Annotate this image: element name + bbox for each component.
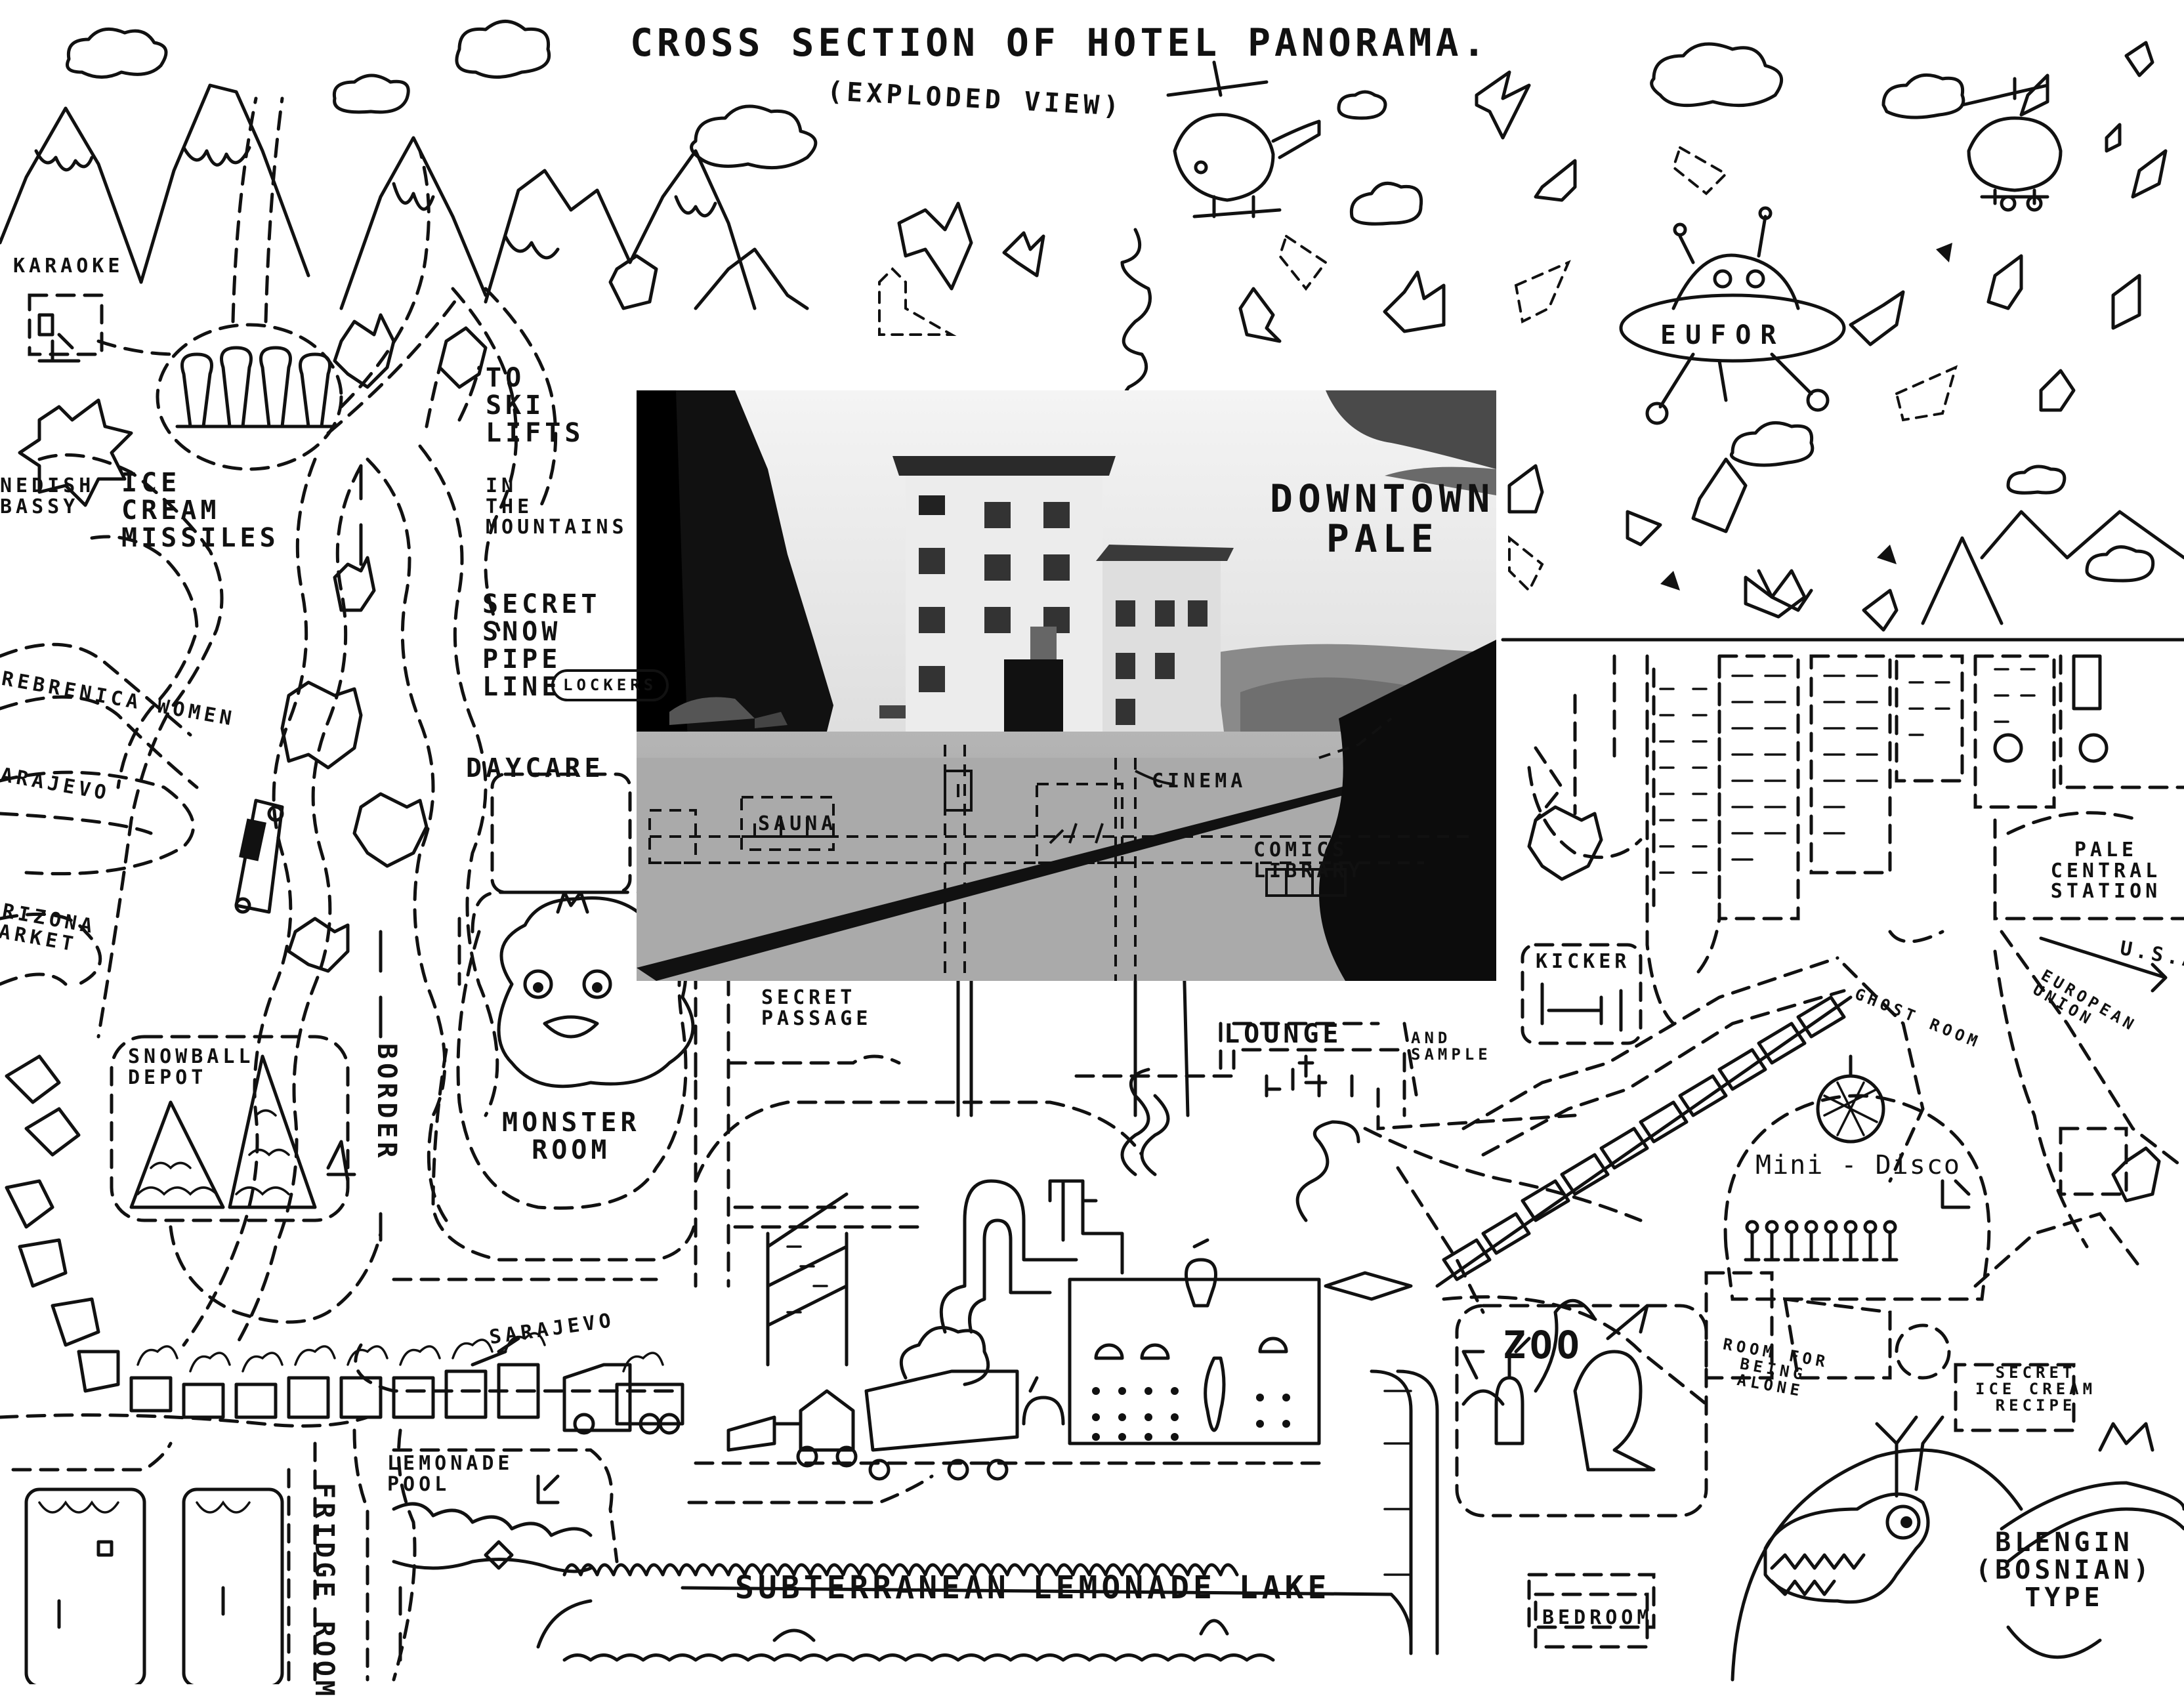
splats bbox=[18, 254, 2161, 1203]
clouds bbox=[66, 20, 2155, 583]
border-label: BORDER bbox=[371, 1043, 402, 1162]
comics-library-label: COMICS LIBRARY bbox=[1253, 839, 1364, 882]
floating-rocks bbox=[878, 41, 2168, 632]
pale-central-station-label: PALE CENTRAL STATION bbox=[2050, 839, 2162, 903]
mini-disco bbox=[1723, 1054, 1991, 1301]
secret-passage-label: SECRET PASSAGE bbox=[761, 986, 872, 1030]
monster bbox=[497, 890, 695, 1088]
machinery bbox=[687, 753, 1439, 1655]
zoo-label: ZOO bbox=[1503, 1323, 1584, 1367]
embassy-label: NEDISH BASSY bbox=[0, 474, 95, 518]
day-care-label: DAYCARE bbox=[466, 753, 604, 783]
lemonade-pool-label: LEMONADE POOL bbox=[387, 1452, 514, 1496]
lounge-label: LOUNGE bbox=[1224, 1019, 1343, 1049]
helicopter-right bbox=[1960, 77, 2063, 212]
blengin-creature bbox=[1731, 1415, 2184, 1682]
lockers-label: LOCKERS bbox=[551, 669, 669, 702]
center-right-rooms bbox=[1074, 943, 2076, 1629]
left-paths bbox=[0, 96, 901, 1393]
border-line bbox=[359, 464, 383, 1242]
ice-cream-missiles bbox=[175, 346, 337, 428]
right-side bbox=[1501, 510, 2184, 1288]
eufor-ufo bbox=[1619, 206, 1846, 425]
train-diagonal bbox=[1435, 995, 1853, 1288]
monster-room-label: MONSTER ROOM bbox=[502, 1108, 640, 1165]
cinema-label: CINEMA bbox=[1152, 770, 1247, 793]
bedroom-label: BEDROOM bbox=[1542, 1606, 1653, 1629]
karaoke-label: KARAOKE bbox=[13, 255, 124, 278]
mountains-left bbox=[0, 83, 809, 310]
snowball-depot-label: SNOWBALL DEPOT bbox=[128, 1045, 255, 1089]
helicopter-left bbox=[1166, 60, 1321, 218]
secret-ice-cream-recipe-label: SECRET ICE CREAM RECIPE bbox=[1975, 1363, 2097, 1415]
blengin-label: BLENGIN (BOSNIAN) TYPE bbox=[1975, 1527, 2153, 1613]
to-ski-lifts-label: TO SKI LIFTS bbox=[486, 363, 585, 448]
snowball-depot bbox=[129, 1054, 356, 1209]
in-the-mountains-label: IN THE MOUNTAINS bbox=[486, 474, 628, 539]
and-sample-label: AND SAMPLE bbox=[1411, 1029, 1492, 1064]
mini-disco-label: Mini - Disco bbox=[1755, 1150, 1961, 1180]
lower-left-rooms bbox=[0, 1413, 619, 1684]
secret-snow-pipe-line-label: SECRET SNOW PIPE LINE bbox=[482, 589, 601, 702]
page-title: CROSS SECTION OF HOTEL PANORAMA. bbox=[630, 20, 1490, 65]
car bbox=[234, 798, 284, 914]
lemonade-lake-label: SUBTERRANEAN LEMONADE LAKE bbox=[735, 1569, 1331, 1606]
bedroom-box bbox=[1534, 1592, 1649, 1649]
downtown-pale-label: DOWNTOWN PALE bbox=[1270, 476, 1496, 561]
train bbox=[5, 1054, 684, 1435]
eufor-label: EUFOR bbox=[1660, 320, 1786, 350]
kicker-label: KICKER bbox=[1536, 950, 1631, 973]
fridge-room-label: FRIDGE ROOM bbox=[309, 1483, 339, 1700]
ice-cream-missiles-label: ICE CREAM MISSILES bbox=[121, 468, 280, 553]
sauna-label: SAUNA bbox=[758, 812, 837, 835]
karaoke-room bbox=[37, 313, 81, 363]
